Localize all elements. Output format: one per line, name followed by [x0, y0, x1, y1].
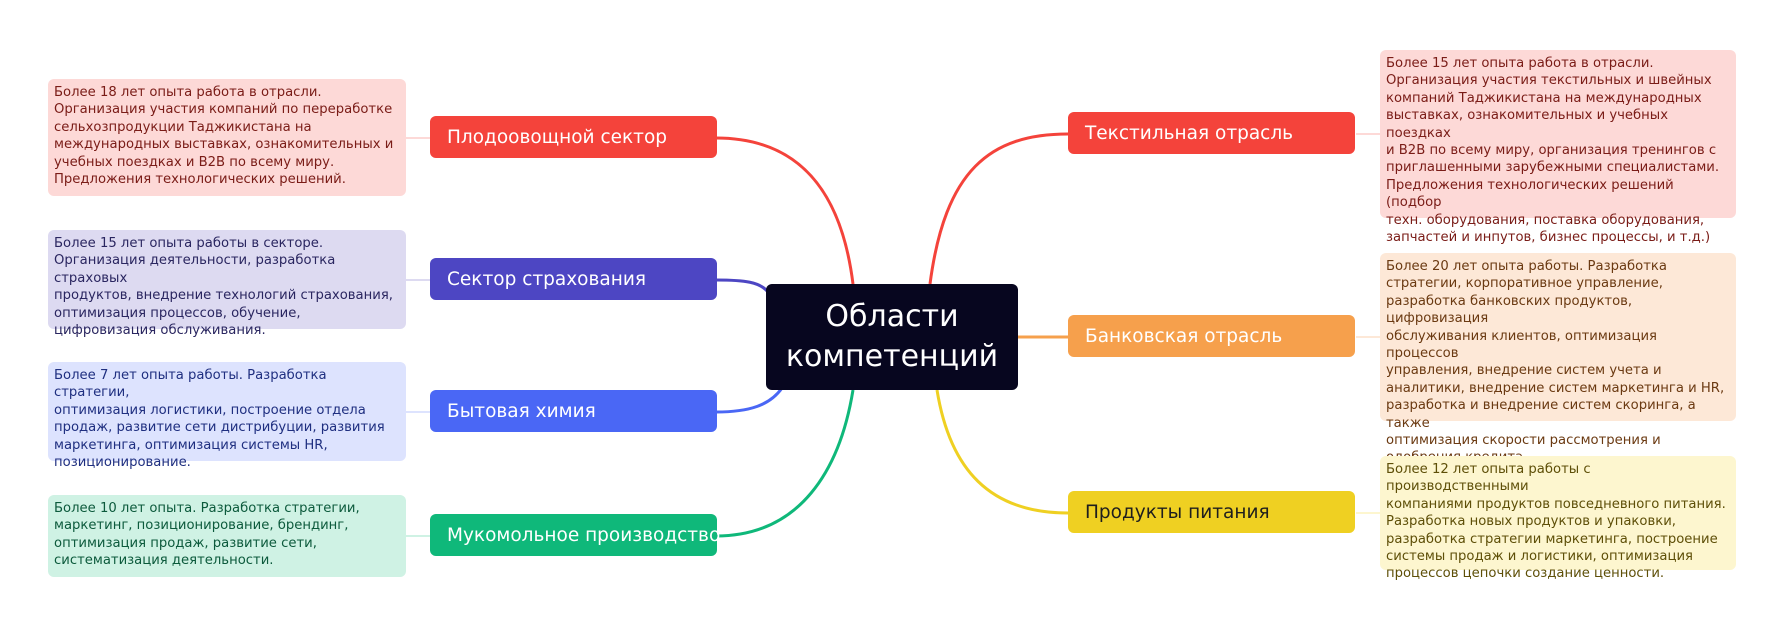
- topic-food-products[interactable]: Продукты питания: [1068, 491, 1355, 533]
- note-insurance-sector: Более 15 лет опыта работы в секторе. Орг…: [48, 230, 406, 338]
- link-food: [935, 389, 1069, 515]
- link-textile: [928, 132, 1069, 285]
- topic-banking-industry[interactable]: Банковская отрасль: [1068, 315, 1355, 357]
- note-textile-industry: Более 15 лет опыта работа в отрасли. Орг…: [1380, 50, 1736, 245]
- central-topic[interactable]: Области компетенций: [766, 284, 1018, 390]
- note-fruit-vegetable-sector: Более 18 лет опыта работа в отрасли. Орг…: [48, 79, 406, 196]
- link-insurance: [715, 278, 770, 294]
- topic-household-chemistry[interactable]: Бытовая химия: [430, 390, 717, 432]
- topic-textile-industry[interactable]: Текстильная отрасль: [1068, 112, 1355, 154]
- topic-flour-milling[interactable]: Мукомольное производство: [430, 514, 720, 556]
- note-household-chemistry: Более 7 лет опыта работы. Разработка стр…: [48, 362, 406, 470]
- note-food-products: Более 12 лет опыта работы с производстве…: [1380, 456, 1736, 581]
- note-flour-milling: Более 10 лет опыта. Разработка стратегии…: [48, 495, 406, 577]
- topic-insurance-sector[interactable]: Сектор страхования: [430, 258, 717, 300]
- link-fruit: [715, 136, 855, 285]
- note-banking-industry: Более 20 лет опыта работы. Разработка ст…: [1380, 253, 1736, 465]
- topic-fruit-vegetable-sector[interactable]: Плодоовощной сектор: [430, 116, 717, 158]
- link-flour: [715, 389, 855, 538]
- link-chemistry: [715, 387, 784, 414]
